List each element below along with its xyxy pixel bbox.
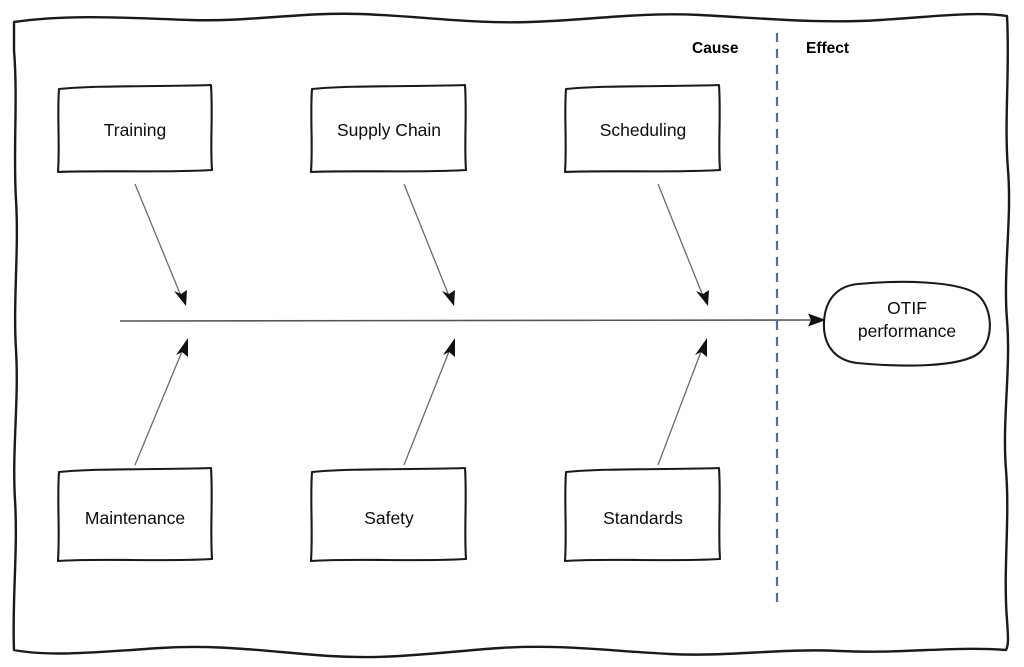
bone-arrowhead-supply-chain — [442, 290, 455, 306]
bone-arrowhead-maintenance — [176, 338, 188, 357]
bone-arrowhead-standards — [695, 338, 707, 357]
bone-standards — [657, 348, 703, 466]
cause-box-standards[interactable] — [563, 466, 722, 563]
spine-line — [119, 319, 813, 322]
bone-arrowhead-training — [174, 290, 187, 306]
outer-frame-border — [12, 12, 1011, 659]
effect-node-otif[interactable] — [822, 280, 991, 367]
cause-box-safety[interactable] — [309, 466, 468, 563]
section-label-cause: Cause — [692, 40, 739, 57]
bone-arrowhead-safety — [443, 338, 455, 357]
bone-maintenance — [134, 348, 184, 466]
bone-scheduling — [657, 183, 704, 297]
bone-safety — [403, 348, 451, 466]
cause-box-training[interactable] — [56, 83, 214, 174]
bone-arrowhead-scheduling — [696, 290, 709, 306]
cause-box-maintenance[interactable] — [56, 466, 214, 563]
cause-box-supply-chain[interactable] — [309, 83, 468, 174]
bone-supply-chain — [403, 183, 450, 297]
spine-arrowhead — [808, 313, 826, 327]
bone-training — [134, 183, 182, 297]
cause-box-scheduling[interactable] — [563, 83, 722, 174]
section-label-effect: Effect — [806, 40, 850, 57]
